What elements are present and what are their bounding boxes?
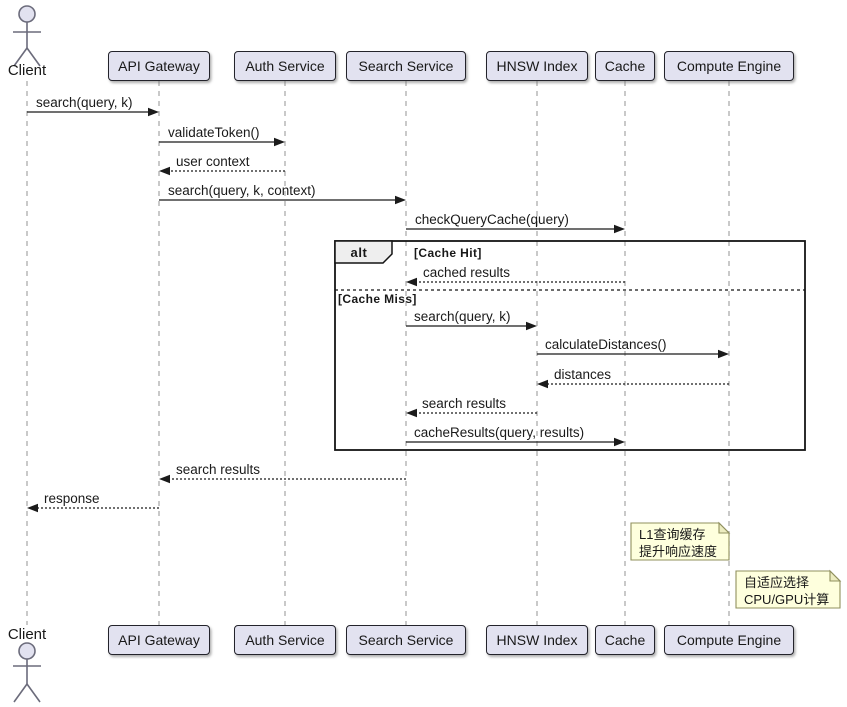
message-label-8: calculateDistances() [545,337,667,352]
message-label-7: search(query, k) [414,309,511,324]
participant-auth-service-top: Auth Service [234,51,336,81]
note-compute: 自适应选择 CPU/GPU计算 [744,575,829,608]
actor-icon-bottom [13,642,41,703]
note-shapes [630,521,842,609]
message-label-13: response [44,491,100,506]
message-arrow-1 [27,107,159,117]
message-label-2: validateToken() [168,125,260,140]
participant-cache-bottom: Cache [595,625,655,655]
message-label-12: search results [176,462,261,477]
participant-api-gateway-bottom: API Gateway [108,625,210,655]
message-label-4: search(query, k, context) [168,183,316,198]
message-arrow-9 [537,379,729,389]
message-arrow-7 [406,321,537,331]
actor-label-client-top: Client [7,62,47,79]
note-cache: L1查询缓存 提升响应速度 [639,527,717,560]
note-cache-line-2: 提升响应速度 [639,543,718,559]
message-label-10: search results [422,396,507,411]
message-arrow-5 [406,224,625,234]
message-arrow-4 [159,195,406,205]
participant-search-service-bottom: Search Service [346,625,466,655]
guard-cache-miss: [Cache Miss] [338,292,417,306]
alt-operator-label: alt [350,245,368,260]
note-cache-line-1: L1查询缓存 [639,527,706,542]
participant-auth-service-bottom: Auth Service [234,625,336,655]
note-shape-compute [735,570,841,609]
note-compute-line-1: 自适应选择 [744,575,810,590]
participant-api-gateway-top: API Gateway [108,51,210,81]
message-arrow-6 [406,277,625,287]
participant-compute-engine-bottom: Compute Engine [664,625,794,655]
message-label-3: user context [176,154,250,169]
participant-hnsw-index-top: HNSW Index [486,51,588,81]
message-label-11: cacheResults(query, results) [414,425,585,440]
participant-cache-top: Cache [595,51,655,81]
message-label-5: checkQueryCache(query) [415,212,569,227]
actor-label-client-bottom: Client [7,626,47,643]
participant-compute-engine-top: Compute Engine [664,51,794,81]
message-arrow-13 [27,503,159,513]
actor-icon [13,5,41,67]
message-arrow-3 [159,166,285,176]
participant-search-service-top: Search Service [346,51,466,81]
guard-cache-hit: [Cache Hit] [414,246,482,260]
note-fold-icon [829,569,842,582]
note-compute-line-2: CPU/GPU计算 [744,591,830,607]
alt-fragment-frame [334,240,806,451]
message-arrow-12 [159,474,406,484]
alt-label-pentagon [334,240,393,264]
message-arrow-8 [537,349,729,359]
message-arrow-11 [406,437,625,447]
note-fold-icon [718,521,731,534]
participant-hnsw-index-bottom: HNSW Index [486,625,588,655]
message-label-9: distances [554,367,612,382]
message-arrow-10 [406,408,537,418]
message-label-1: search(query, k) [36,95,133,110]
message-arrow-2 [159,137,285,147]
note-shape-cache [630,522,730,561]
message-label-6: cached results [423,265,511,280]
lifelines [26,81,730,625]
